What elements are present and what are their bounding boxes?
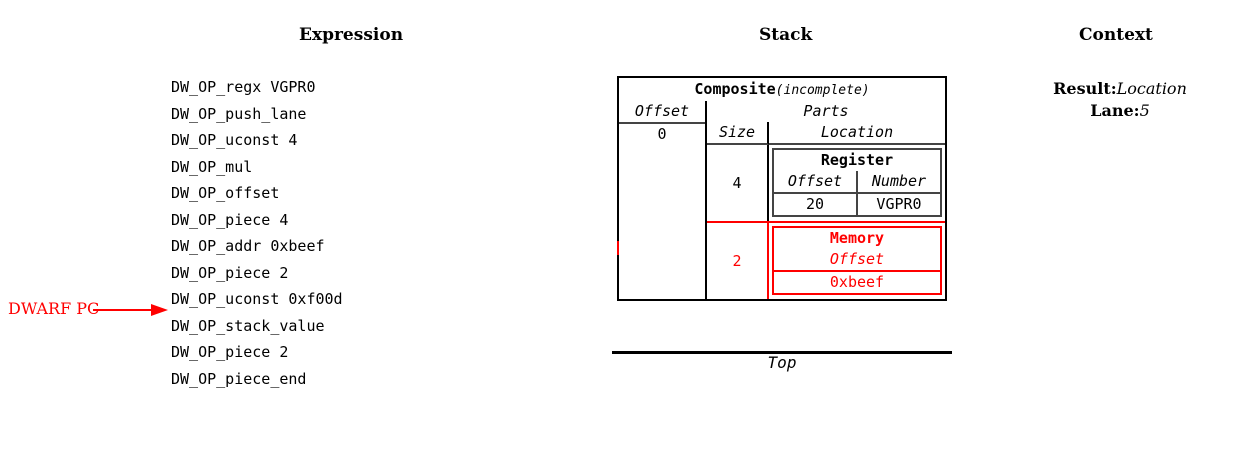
location-memory-table: Memory Offset 0xbeef (772, 226, 942, 295)
dwarf-pc-marker: DWARF PC (8, 299, 168, 321)
expression-line: DW_OP_regx VGPR0 (171, 78, 316, 96)
location-value-cell: 20 (805, 195, 825, 213)
expression-line: DW_OP_offset (171, 184, 280, 202)
location-register-table: Register Offset Number 20 VGPR0 (772, 148, 942, 217)
context-key: Result: (1053, 79, 1117, 98)
location-column-header: Location (769, 122, 945, 145)
expression-list: DW_OP_regx VGPR0 DW_OP_push_lane DW_OP_u… (171, 74, 343, 392)
expression-line: DW_OP_mul (171, 157, 253, 176)
expression-line: DW_OP_addr 0xbeef (171, 237, 325, 255)
context-value: Location (1116, 79, 1187, 98)
location-value-cell: 0xbeef (829, 273, 885, 291)
page-title-expression: Expression (299, 25, 404, 45)
location-field-label: Offset (829, 250, 885, 268)
parts-column: Parts Size Location 4 Register Offset Nu… (705, 101, 945, 299)
page-title-context: Context (1079, 25, 1153, 45)
parts-subheader-row: Size Location (707, 122, 945, 145)
composite-qualifier-label: (incomplete) (775, 83, 870, 98)
stack-top-label: Top (767, 353, 797, 372)
part-row: 2 Memory Offset 0xbeef (707, 221, 945, 299)
part-location-cell: Register Offset Number 20 VGPR0 (769, 145, 945, 221)
part-size-cell: 4 (707, 145, 769, 221)
dwarf-pc-label: DWARF PC (8, 299, 100, 318)
expression-line: DW_OP_stack_value (171, 316, 325, 335)
composite-body: Offset 0 Parts Size Location 4 Register (617, 101, 945, 299)
offset-value-cell: 0 (657, 125, 667, 143)
parts-column-header: Parts (803, 102, 849, 120)
offset-column: Offset 0 (617, 101, 705, 299)
location-field-row: Offset (774, 249, 940, 270)
offset-column-header: Offset (619, 101, 705, 124)
composite-kind-label: Composite (694, 80, 776, 98)
composite-header: Composite(incomplete) (619, 78, 945, 101)
location-field-row: Offset Number (774, 171, 940, 194)
expression-line: DW_OP_push_lane (171, 104, 307, 123)
context-block: Result:Location Lane:5 (1010, 78, 1230, 122)
location-title: Memory (829, 229, 885, 247)
part-size-cell: 2 (707, 223, 769, 299)
stack-top-rule (612, 351, 952, 354)
location-value-row: 0xbeef (774, 270, 940, 293)
location-field-label: Number (856, 171, 940, 192)
location-field-label: Offset (787, 172, 843, 190)
expression-line: DW_OP_uconst 4 (171, 131, 298, 149)
stack-entry-composite: Composite(incomplete) Offset 0 Parts Siz… (617, 76, 947, 301)
red-edge-tick (617, 241, 619, 255)
location-value-row: 20 VGPR0 (774, 194, 940, 215)
context-entry-lane: Lane:5 (1010, 100, 1230, 122)
expression-line: DW_OP_uconst 0xf00d (171, 290, 343, 308)
expression-line: DW_OP_piece 2 (171, 343, 289, 361)
part-row: 4 Register Offset Number 20 VGPR0 (707, 145, 945, 221)
context-entry-result: Result:Location (1010, 78, 1230, 100)
context-key: Lane: (1090, 101, 1140, 120)
offset-column-filler (617, 145, 705, 299)
part-location-cell: Memory Offset 0xbeef (769, 223, 945, 299)
context-value: 5 (1139, 101, 1150, 120)
arrow-right-icon (93, 304, 168, 316)
location-title: Register (820, 151, 894, 169)
expression-line: DW_OP_piece 4 (171, 210, 289, 229)
location-value-cell: VGPR0 (856, 194, 940, 215)
expression-line: DW_OP_piece 2 (171, 263, 289, 282)
page-title-stack: Stack (759, 25, 813, 45)
size-column-header: Size (707, 122, 769, 145)
expression-line: DW_OP_piece_end (171, 369, 307, 388)
